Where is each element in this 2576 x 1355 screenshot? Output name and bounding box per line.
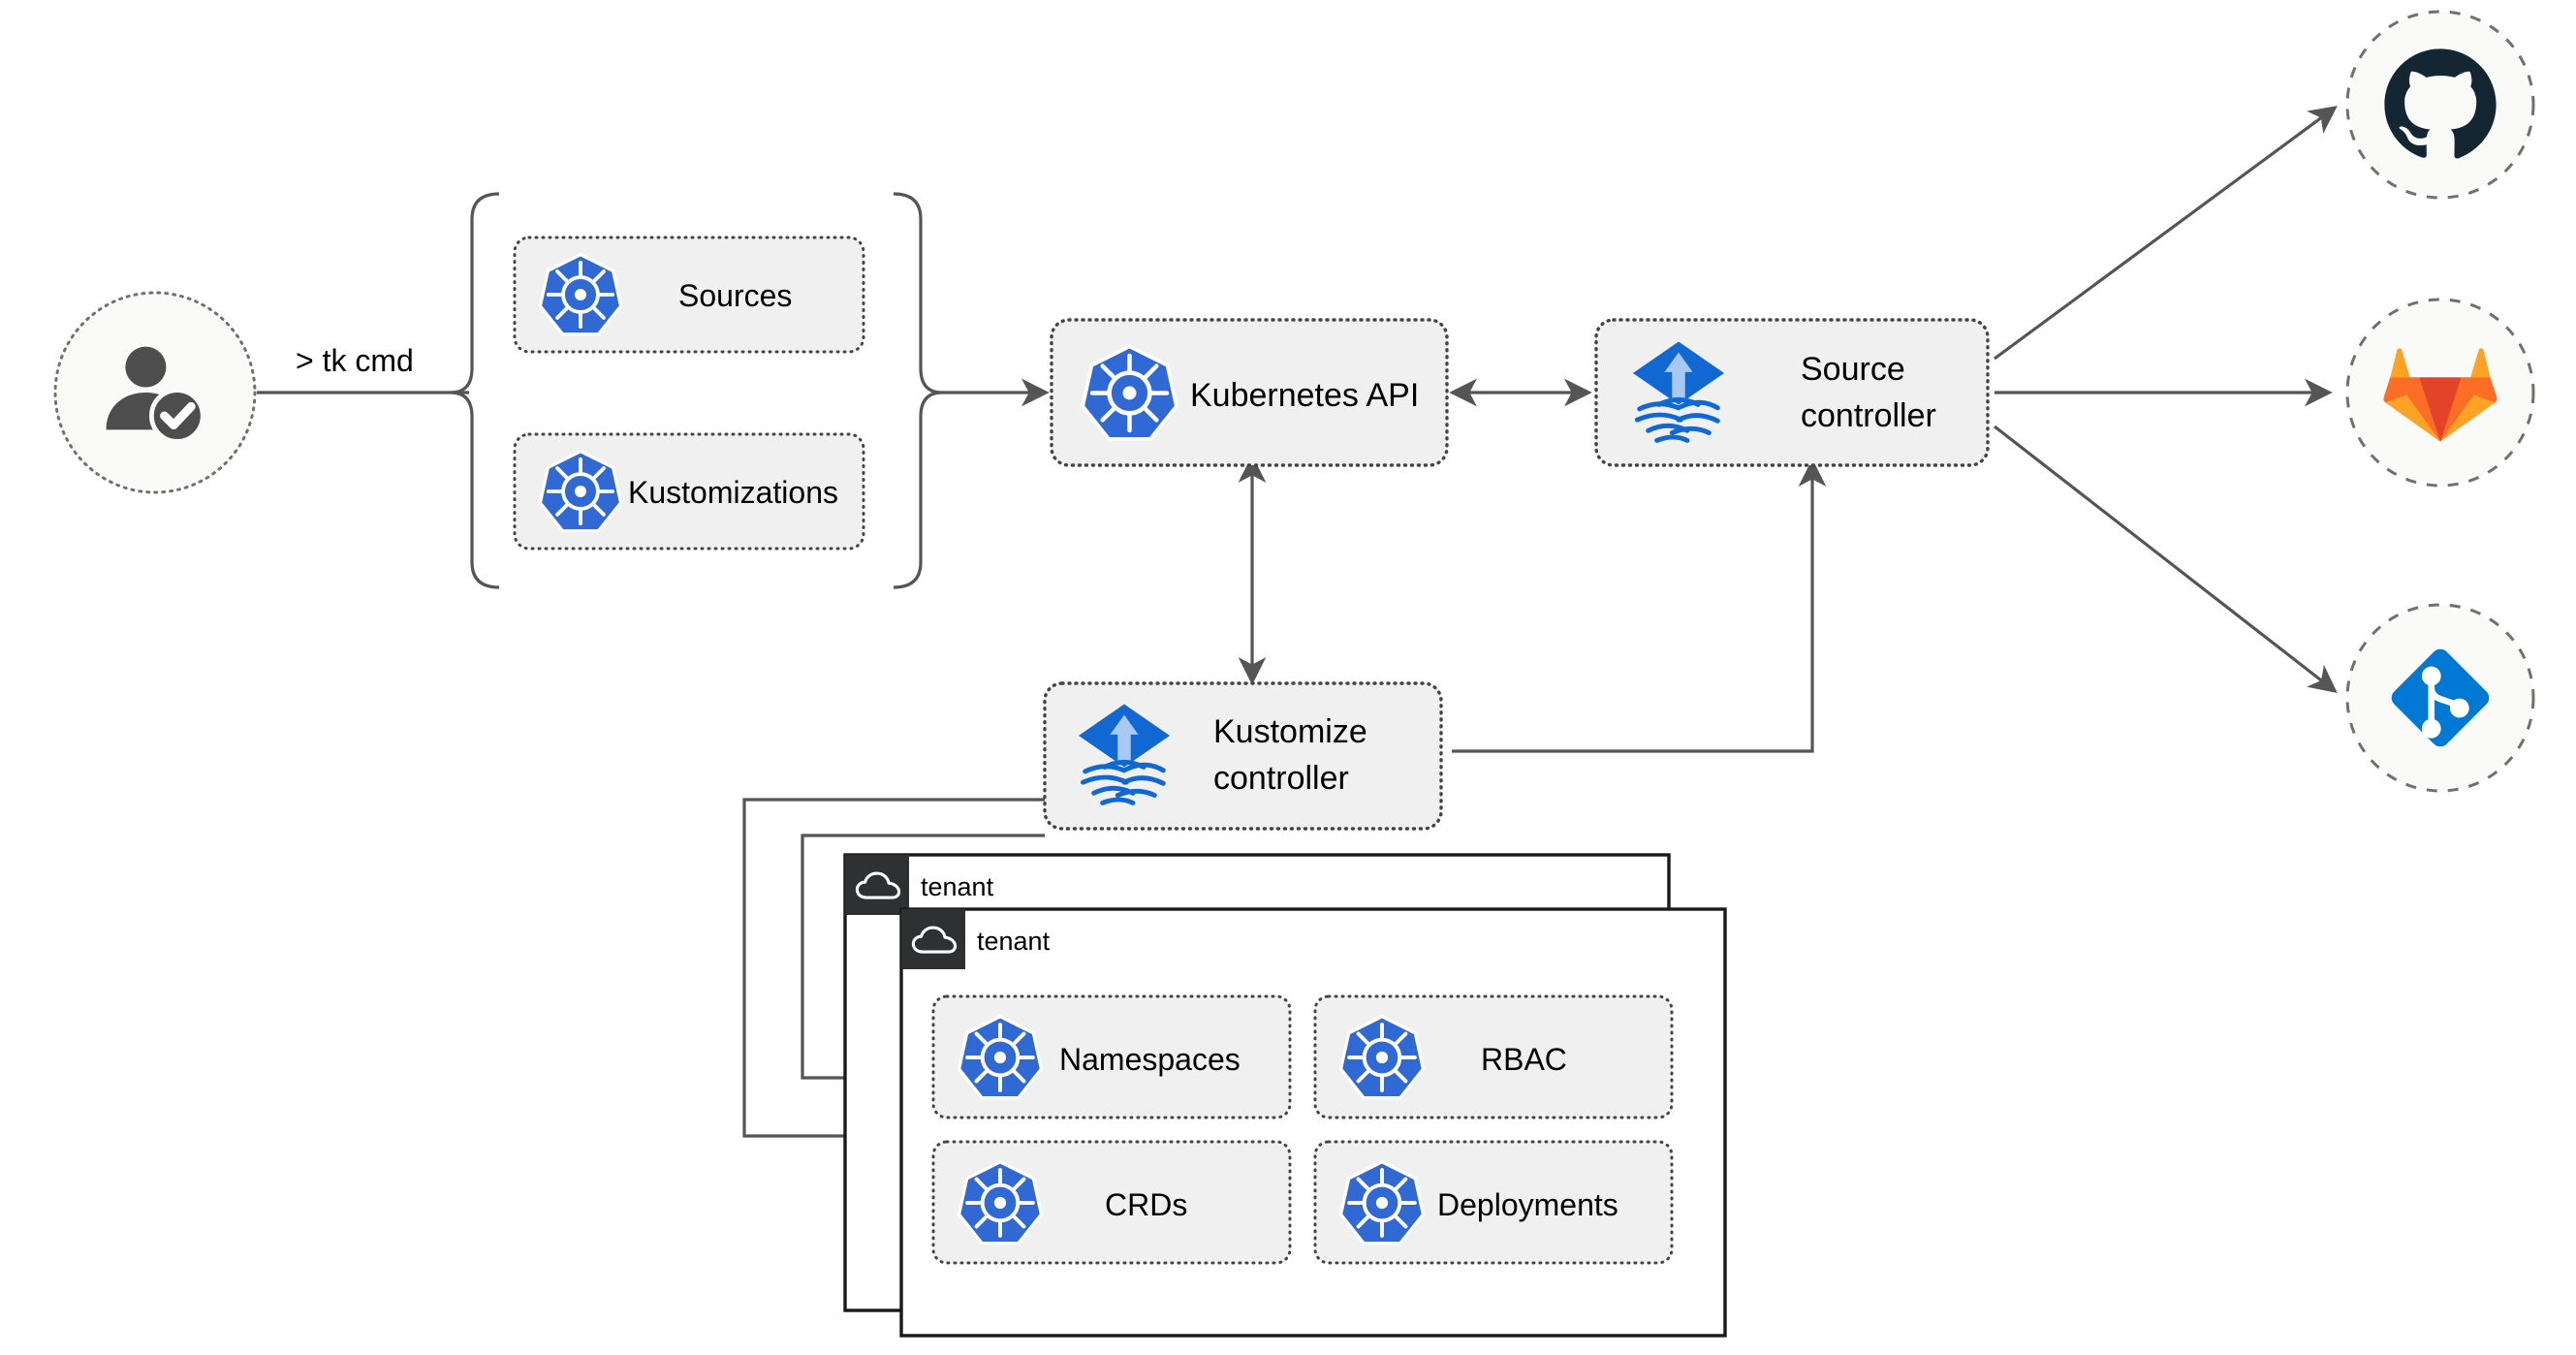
tenant-card-2[interactable]: tenant Namespaces RBAC CRDs — [899, 907, 1727, 1338]
resource-box-kustomizations[interactable]: Kustomizations — [513, 432, 865, 551]
right-brace — [893, 192, 943, 589]
tenant-resource-deployments[interactable]: Deployments — [1313, 1140, 1674, 1265]
tenant-resource-label-namespaces: Namespaces — [1059, 1042, 1241, 1077]
tenant-label-2: tenant — [977, 927, 1051, 956]
command-label: > tk cmd — [296, 343, 414, 378]
node-source-controller[interactable]: Source controller — [1594, 318, 1990, 467]
resource-label-kustomizations: Kustomizations — [628, 475, 838, 510]
node-label-kustomize-controller-line1: Kustomize — [1213, 713, 1367, 750]
tenant-resource-crds[interactable]: CRDs — [931, 1140, 1292, 1265]
resource-label-sources: Sources — [678, 278, 792, 313]
resource-box-sources[interactable]: Sources — [513, 236, 865, 354]
tenant-resource-label-deployments: Deployments — [1437, 1187, 1618, 1222]
edge-source-to-azure — [1994, 425, 2338, 693]
actor-node[interactable] — [53, 291, 257, 494]
git-provider-gitlab[interactable] — [2345, 298, 2535, 488]
tenant-resource-rbac[interactable]: RBAC — [1313, 994, 1674, 1119]
edge-source-to-github — [1994, 106, 2338, 361]
node-label-source-controller-line2: controller — [1801, 397, 1936, 434]
tenant-resource-label-rbac: RBAC — [1481, 1042, 1567, 1077]
tenant-label-1: tenant — [921, 872, 994, 901]
git-provider-github[interactable] — [2345, 10, 2535, 200]
tenant-resource-namespaces[interactable]: Namespaces — [931, 994, 1292, 1119]
node-kustomize-controller[interactable]: Kustomize controller — [1043, 681, 1443, 831]
node-label-kustomize-controller-line2: controller — [1213, 760, 1349, 797]
left-brace — [450, 192, 500, 589]
edge-kustomize-to-source — [1452, 458, 1827, 753]
git-provider-azure-repos[interactable] — [2345, 603, 2535, 793]
tenant-resource-label-crds: CRDs — [1105, 1187, 1187, 1222]
edges — [257, 106, 2338, 1150]
edge-kustomize-to-tenant-1 — [742, 798, 1045, 1150]
node-label-kubernetes-api: Kubernetes API — [1190, 377, 1419, 414]
node-kubernetes-api[interactable]: Kubernetes API — [1050, 318, 1449, 467]
node-label-source-controller-line1: Source — [1801, 351, 1905, 388]
